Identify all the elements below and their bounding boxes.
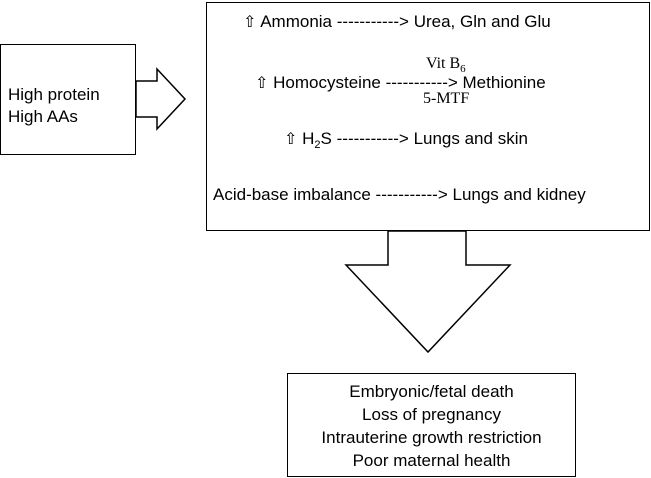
ammonia-connector: -----------> (336, 12, 409, 31)
input-line-2: High AAs (8, 107, 78, 126)
up-arrow-icon: ⇧ (243, 12, 257, 31)
acid-base-line: Acid-base imbalance -----------> Lungs a… (213, 185, 586, 205)
outcome-item: Intrauterine growth restriction (321, 428, 542, 447)
outcome-item: Poor maternal health (352, 451, 511, 470)
cofactor-bottom: 5-MTF (423, 90, 470, 107)
vitb6-subscript: 6 (460, 63, 466, 75)
homocysteine-label: Homocysteine (273, 73, 381, 92)
cofactor-top: Vit B6 (426, 55, 466, 75)
homocysteine-connector: ----------- (385, 73, 448, 92)
h2s-connector: -----------> (336, 129, 409, 148)
homocysteine-line: ⇧ Homocysteine -----------> Methionine (255, 73, 546, 93)
acid-base-result: Lungs and kidney (452, 185, 586, 204)
down-block-arrow (344, 230, 512, 354)
input-box: High protein High AAs (0, 44, 136, 155)
ammonia-label: Ammonia (260, 12, 333, 31)
outcome-item: Loss of pregnancy (362, 405, 501, 424)
up-arrow-icon: ⇧ (255, 73, 269, 92)
outcome-box: Embryonic/fetal death Loss of pregnancy … (287, 373, 576, 477)
h2s-line: ⇧ H2S -----------> Lungs and skin (284, 129, 528, 151)
vitb6-label: Vit B (426, 55, 461, 72)
input-line-1: High protein (8, 85, 100, 104)
outcome-item: Embryonic/fetal death (349, 382, 514, 401)
homocysteine-result: > Methionine (447, 73, 546, 92)
acid-base-connector: -----------> (375, 185, 448, 204)
h2s-label: H2S (302, 129, 332, 151)
right-block-arrow (135, 67, 187, 131)
effects-box (206, 2, 650, 231)
acid-base-label: Acid-base imbalance (213, 185, 371, 204)
ammonia-result: Urea, Gln and Glu (413, 12, 551, 31)
ammonia-line: ⇧ Ammonia -----------> Urea, Gln and Glu (243, 12, 551, 32)
h2s-result: Lungs and skin (413, 129, 528, 148)
up-arrow-icon: ⇧ (284, 129, 298, 148)
